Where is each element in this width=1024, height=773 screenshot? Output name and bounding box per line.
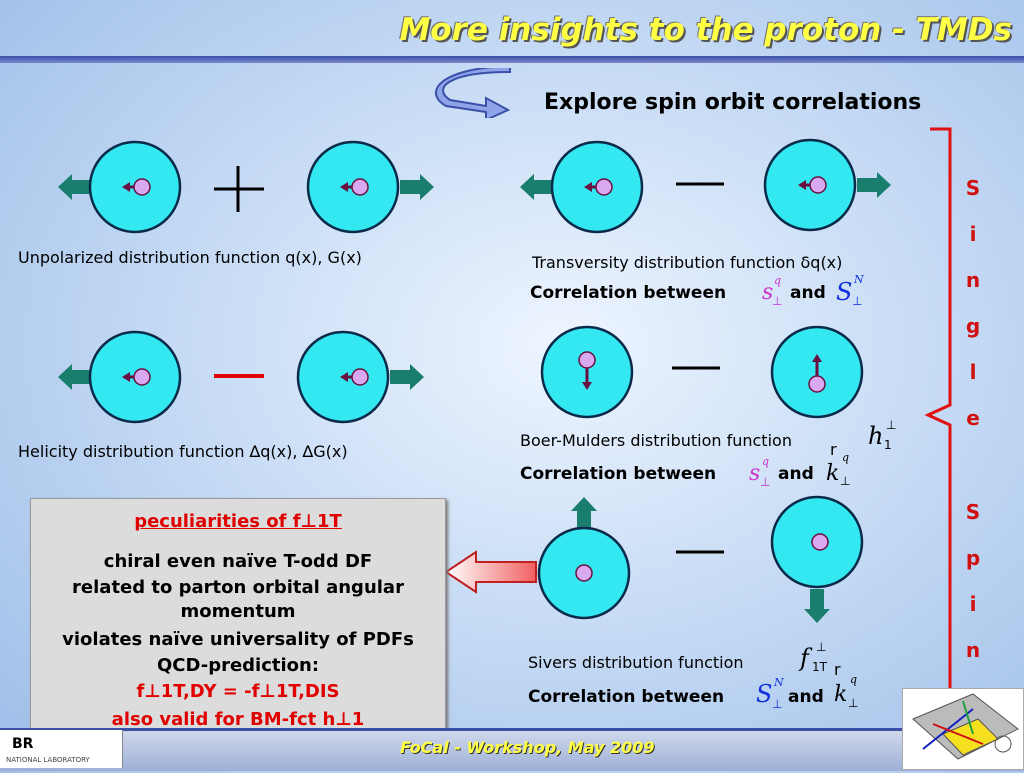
sup-q: q [842,451,850,464]
sub-1: 1 [884,438,892,452]
vertical-letter: l [969,360,977,384]
stray-r: r [830,440,837,459]
footer-text: FoCal - Workshop, May 2009 [400,738,655,757]
box-line: also valid for BM-fct h⊥1 [111,709,365,730]
quark-spin-symbol: s [762,280,774,305]
vertical-letter: p [965,546,981,570]
h-symbol: h [868,422,884,450]
transversity-label: Transversity distribution function δq(x) [532,253,843,272]
vertical-letter: g [965,314,981,338]
quark-spin-symbol: s [749,461,761,486]
sub-perp: ⊥ [772,697,783,711]
detector-diagram-icon [912,693,1019,760]
sup-N: N [854,273,864,286]
transversity-correlation-label: Correlation between [530,283,727,303]
logo-subtext: NATIONAL LABORATORY [6,756,90,764]
footer-bar [0,728,1024,771]
sub-1T: 1T [812,660,827,674]
helicity-label: Helicity distribution function ∆q(x), ∆G… [18,442,348,461]
curved-arrow-icon [435,68,511,118]
sivers-correlation-label: Correlation between [528,687,725,707]
boer-mulders-label: Boer-Mulders distribution function [520,431,792,450]
sup-N: N [774,676,784,689]
logo-text: BR [12,736,34,752]
subtitle: Explore spin orbit correlations [544,90,922,115]
box-heading: peculiarities of f⊥1T [134,511,342,532]
nucleon-spin-symbol: S [756,680,773,708]
sup-q: q [850,673,858,686]
box-line: QCD-prediction: [156,655,320,676]
peculiarities-box: peculiarities of f⊥1T chiral even naïve … [30,498,446,742]
sub-perp: ⊥ [886,418,897,432]
vertical-letter: n [965,268,981,292]
and-text: and [790,283,826,303]
vertical-letter: e [966,406,980,430]
nucleon-spin-symbol: S [836,278,853,306]
f-symbol: f [800,644,809,672]
sivers-label: Sivers distribution function [528,653,744,672]
sub-perp: ⊥ [816,640,827,654]
unpolarized-label: Unpolarized distribution function q(x), … [18,248,362,267]
and-text: and [788,687,824,707]
vertical-letter: S [965,176,981,200]
vertical-letter: S [965,500,981,524]
vertical-letter: i [969,222,977,246]
detector-diagram-thumbnail [902,688,1024,770]
box-line: related to parton orbital angular [72,577,404,598]
stray-r: r [834,660,841,679]
slide-title: More insights to the proton - TMDs [399,12,1012,48]
k-symbol: k [834,682,848,707]
sub-perp: ⊥ [772,294,783,308]
box-line: chiral even naïve T-odd DF [103,551,373,572]
sup-q: q [774,274,782,287]
box-line: momentum [180,601,296,622]
title-underline [0,56,1024,63]
box-line: violates naïve universality of PDFs [62,629,414,650]
sub-perp: ⊥ [852,294,863,308]
box-line: f⊥1T,DY = -f⊥1T,DIS [136,681,340,702]
and-text: and [778,464,814,484]
vertical-letter: i [969,592,977,616]
sub-perp: ⊥ [760,475,771,489]
sub-perp: ⊥ [848,696,859,710]
sup-q: q [762,455,770,468]
k-symbol: k [826,461,840,486]
boer-mulders-correlation-label: Correlation between [520,464,717,484]
logo [0,730,123,768]
vertical-letter: n [965,638,981,662]
sub-perp: ⊥ [840,474,851,488]
